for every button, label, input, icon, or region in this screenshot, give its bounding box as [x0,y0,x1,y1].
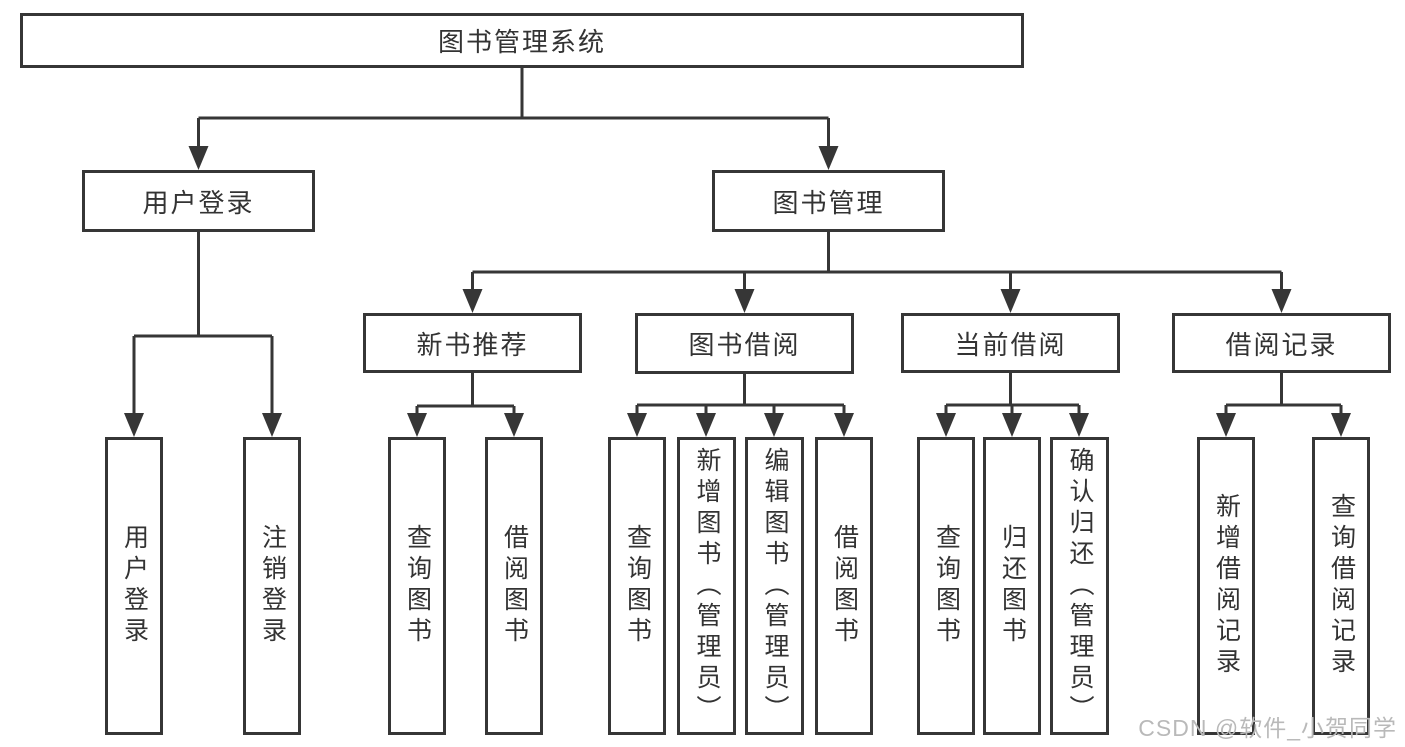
connector-root-to-level2 [197,68,830,150]
leaf-borrow-borrow-book: 借阅图书 [815,437,873,735]
arrowhead [1002,413,1022,437]
arrowhead [1271,289,1292,313]
node-current-borrow-label: 当前借阅 [954,329,1067,360]
leaf-records-query-record-label: 查询借阅记录 [1327,493,1356,679]
node-library-management-system: 图书管理系统 [20,13,1024,68]
arrowhead [834,413,854,437]
node-book-management-label: 图书管理 [772,187,885,218]
node-book-borrow: 图书借阅 [635,313,854,374]
csdn-watermark: CSDN @软件_小贺同学 [1138,715,1397,741]
arrowhead [188,146,209,170]
arrowhead [504,413,524,437]
leaf-records-query-record: 查询借阅记录 [1312,437,1370,735]
leaf-current-confirm-return-admin: 确认归还（管理员） [1050,437,1109,735]
arrowhead [734,289,755,313]
leaf-current-return-book-label: 归还图书 [998,524,1027,648]
arrowhead [407,413,427,437]
node-library-management-system-label: 图书管理系统 [437,27,606,57]
node-book-borrow-label: 图书借阅 [688,330,801,360]
connector-borrow-records-branch [1224,373,1343,416]
arrowhead [262,413,282,437]
leaf-recommend-query-book-label: 查询图书 [403,524,432,648]
connector-current-borrow-branch [944,373,1081,416]
leaf-records-add-record: 新增借阅记录 [1197,437,1255,735]
leaf-user-login: 用户登录 [105,437,163,735]
leaf-borrow-borrow-book-label: 借阅图书 [830,524,859,648]
leaf-recommend-borrow-book-label: 借阅图书 [500,524,529,648]
node-new-book-recommend: 新书推荐 [363,313,582,373]
arrowhead [462,289,483,313]
arrowhead [818,146,839,170]
leaf-borrow-edit-book-admin: 编辑图书（管理员） [745,437,804,735]
connector-book-management-branch [471,232,1283,292]
arrowhead [627,413,647,437]
leaf-borrow-add-book-admin-label: 新增图书（管理员） [693,446,721,726]
arrowhead [1000,289,1021,313]
node-user-login-label: 用户登录 [142,187,255,218]
connector-new-book-branch [415,373,516,416]
arrowhead [124,413,144,437]
arrowheads [124,146,1351,437]
arrowhead [1216,413,1236,437]
leaf-current-confirm-return-admin-label: 确认归还（管理员） [1066,446,1094,726]
arrowhead [936,413,956,437]
node-borrow-records-label: 借阅记录 [1225,329,1338,360]
leaf-current-return-book: 归还图书 [983,437,1041,735]
leaf-logout-login-label: 注销登录 [258,524,287,648]
arrowhead [696,413,716,437]
leaf-recommend-query-book: 查询图书 [388,437,446,735]
leaf-logout-login: 注销登录 [243,437,301,735]
node-borrow-records: 借阅记录 [1172,313,1391,373]
arrowhead [1069,413,1089,437]
leaf-borrow-edit-book-admin-label: 编辑图书（管理员） [761,446,789,726]
node-book-management: 图书管理 [712,170,945,232]
arrowhead [1331,413,1351,437]
leaf-current-query-book-label: 查询图书 [932,524,961,648]
node-new-book-recommend-label: 新书推荐 [416,329,529,360]
node-user-login: 用户登录 [82,170,315,232]
leaf-borrow-add-book-admin: 新增图书（管理员） [677,437,736,735]
leaf-user-login-label: 用户登录 [120,524,149,648]
leaf-current-query-book: 查询图书 [917,437,975,735]
connector-book-borrow-branch [635,374,846,416]
leaf-recommend-borrow-book: 借阅图书 [485,437,543,735]
leaf-borrow-query-book-label: 查询图书 [623,524,652,648]
arrowhead [764,413,784,437]
node-current-borrow: 当前借阅 [901,313,1120,373]
leaf-records-add-record-label: 新增借阅记录 [1212,493,1241,679]
connector-user-login-branch [132,232,274,416]
leaf-borrow-query-book: 查询图书 [608,437,666,735]
